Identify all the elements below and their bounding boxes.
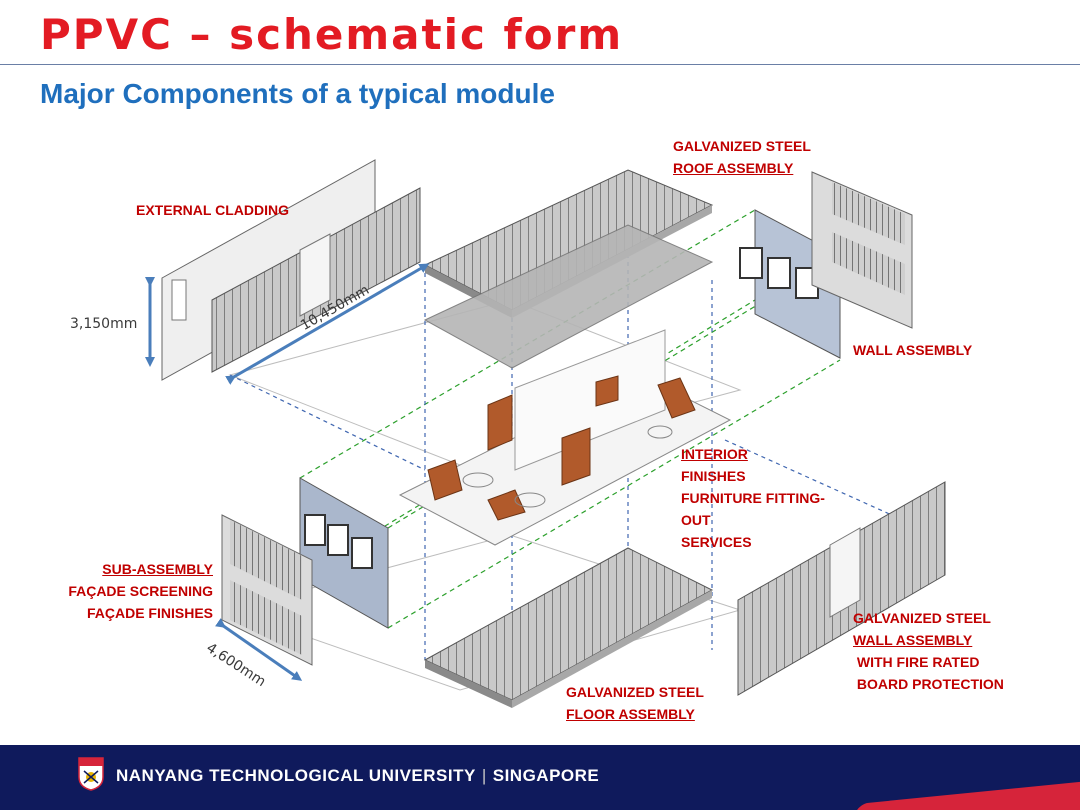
footer-institution-name: NANYANG TECHNOLOGICAL UNIVERSITY <box>116 766 476 785</box>
footer-bar: NANYANG TECHNOLOGICAL UNIVERSITY | SINGAPO… <box>0 745 1080 810</box>
roof-assembly <box>423 169 714 369</box>
title-divider <box>0 64 1080 65</box>
interior-label-line-2: FINISHES <box>681 468 746 484</box>
interior-finishes-label: INTERIOR FINISHES FURNITURE FITTING- OUT… <box>681 443 825 553</box>
floor-assembly-label: GALVANIZED STEEL FLOOR ASSEMBLY <box>566 681 704 725</box>
facade-sub-assembly <box>221 477 389 666</box>
fire-wall-line-2: WALL ASSEMBLY <box>853 632 973 648</box>
sub-assembly-line-2: FAÇADE SCREENING <box>68 583 213 599</box>
fire-rated-wall-label: GALVANIZED STEEL WALL ASSEMBLY WITH FIRE… <box>853 607 1004 695</box>
fire-wall-line-4: BOARD PROTECTION <box>853 676 1004 692</box>
roof-label-line-1: GALVANIZED STEEL <box>673 138 811 154</box>
interior-label-line-4: OUT <box>681 512 711 528</box>
fire-rated-wall-assembly <box>737 481 946 696</box>
length-dimension-arrow <box>225 263 430 385</box>
sub-assembly-label: SUB-ASSEMBLY FAÇADE SCREENING FAÇADE FIN… <box>40 558 213 624</box>
interior-label-line-3: FURNITURE FITTING- <box>681 490 825 506</box>
external-cladding-panel <box>161 159 421 381</box>
slide-subtitle: Major Components of a typical module <box>40 78 555 109</box>
floor-assembly <box>423 547 714 708</box>
height-dimension-label: 3,150mm <box>70 316 138 332</box>
width-dimension-arrow <box>215 618 303 681</box>
wall-assembly-panel <box>739 171 913 359</box>
fire-wall-line-3: WITH FIRE RATED <box>853 654 980 670</box>
external-cladding-label: EXTERNAL CLADDING <box>136 202 289 218</box>
module-exploded-diagram <box>145 159 946 708</box>
floor-label-line-2: FLOOR ASSEMBLY <box>566 706 695 722</box>
roof-assembly-label: GALVANIZED STEEL ROOF ASSEMBLY <box>673 135 811 179</box>
university-crest-icon <box>78 757 104 791</box>
footer-location: SINGAPORE <box>492 766 600 785</box>
floor-label-line-1: GALVANIZED STEEL <box>566 684 704 700</box>
footer-separator: | <box>481 766 487 785</box>
wall-assembly-label: WALL ASSEMBLY <box>853 342 973 358</box>
interior-fitout <box>398 329 732 546</box>
roof-label-line-2: ROOF ASSEMBLY <box>673 160 794 176</box>
sub-assembly-line-1: SUB-ASSEMBLY <box>102 561 213 577</box>
footer-institution-text: NANYANG TECHNOLOGICAL UNIVERSITY | SINGAPO… <box>116 766 599 786</box>
interior-label-line-5: SERVICES <box>681 534 752 550</box>
slide-title: PPVC – schematic form <box>40 10 624 59</box>
footer-accent-swoosh <box>845 776 1080 810</box>
interior-label-line-1: INTERIOR <box>681 446 748 462</box>
fire-wall-line-1: GALVANIZED STEEL <box>853 610 991 626</box>
sub-assembly-line-3: FAÇADE FINISHES <box>86 605 213 621</box>
